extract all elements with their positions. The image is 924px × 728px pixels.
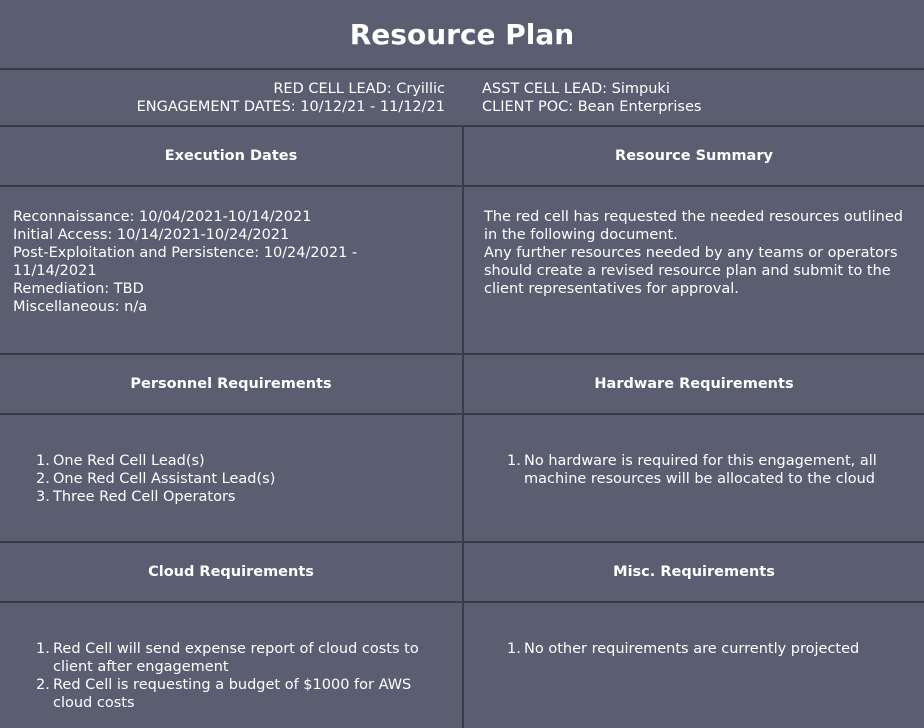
client-poc: CLIENT POC: Bean Enterprises <box>482 99 702 115</box>
list-item: 1.Red Cell will send expense report of c… <box>36 641 419 675</box>
list-item: 2.One Red Cell Assistant Lead(s) <box>36 471 276 487</box>
execution-date-line: Initial Access: 10/14/2021-10/24/2021 <box>13 227 290 243</box>
engagement-dates: ENGAGEMENT DATES: 10/12/21 - 11/12/21 <box>136 99 445 115</box>
execution-date-line: Reconnaissance: 10/04/2021-10/14/2021 <box>13 209 312 225</box>
list-item: 1.No other requirements are currently pr… <box>507 641 860 657</box>
misc-requirements-heading: Misc. Requirements <box>613 564 775 580</box>
list-item: 2.Red Cell is requesting a budget of $10… <box>36 677 412 711</box>
list-item: 3.Three Red Cell Operators <box>36 489 236 505</box>
personnel-requirements-list: 1.One Red Cell Lead(s) 2.One Red Cell As… <box>36 452 436 506</box>
summary-paragraph: The red cell has requested the needed re… <box>484 209 903 243</box>
misc-requirements-list: 1.No other requirements are currently pr… <box>507 640 902 658</box>
hardware-requirements-list: 1.No hardware is required for this engag… <box>507 452 902 488</box>
execution-date-line: Miscellaneous: n/a <box>13 299 148 315</box>
list-item: 1.One Red Cell Lead(s) <box>36 453 205 469</box>
hardware-requirements-heading: Hardware Requirements <box>594 376 794 392</box>
execution-dates-heading: Execution Dates <box>164 148 298 164</box>
list-item: 1.No hardware is required for this engag… <box>507 453 877 487</box>
execution-dates-list: Reconnaissance: 10/04/2021-10/14/2021 In… <box>13 208 453 316</box>
page-title: Resource Plan <box>349 17 575 51</box>
execution-date-line: Post-Exploitation and Persistence: 10/24… <box>13 245 358 279</box>
column-divider <box>462 125 464 728</box>
summary-paragraph: Any further resources needed by any team… <box>484 245 898 297</box>
red-cell-lead: RED CELL LEAD: Cryillic <box>273 81 445 97</box>
resource-summary-text: The red cell has requested the needed re… <box>484 208 914 298</box>
resource-summary-heading: Resource Summary <box>615 148 773 164</box>
cloud-requirements-heading: Cloud Requirements <box>148 564 314 580</box>
asst-cell-lead: ASST CELL LEAD: Simpuki <box>482 81 670 97</box>
engagement-info-right: ASST CELL LEAD: Simpuki CLIENT POC: Bean… <box>482 80 701 116</box>
engagement-info-left: RED CELL LEAD: Cryillic ENGAGEMENT DATES… <box>137 80 445 116</box>
personnel-requirements-heading: Personnel Requirements <box>130 376 332 392</box>
cloud-requirements-list: 1.Red Cell will send expense report of c… <box>36 640 431 712</box>
divider <box>0 68 924 70</box>
execution-date-line: Remediation: TBD <box>13 281 144 297</box>
